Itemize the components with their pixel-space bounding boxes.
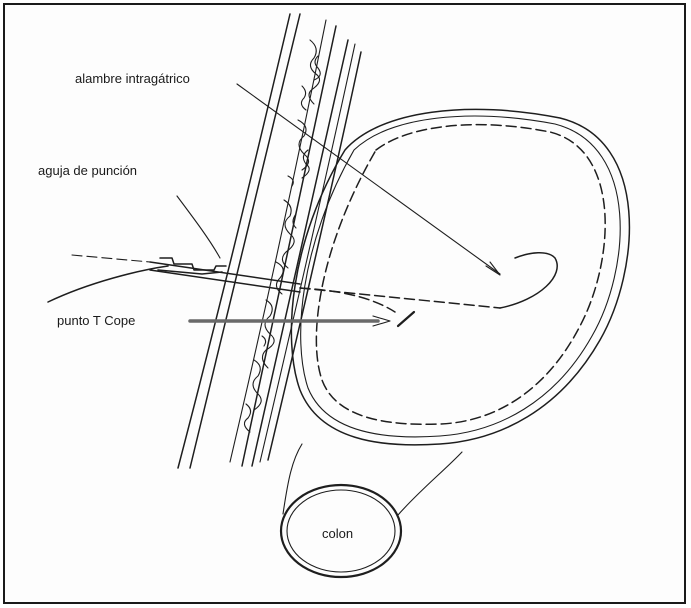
- colon: [281, 444, 462, 577]
- colon-label: colon: [322, 526, 353, 541]
- wire-label: alambre intragátrico: [75, 71, 190, 86]
- abdominal-wall: [178, 14, 361, 468]
- t-point-label: punto T Cope: [57, 313, 135, 328]
- fat-tissue: [244, 40, 320, 432]
- needle-label: aguja de punción: [38, 163, 137, 178]
